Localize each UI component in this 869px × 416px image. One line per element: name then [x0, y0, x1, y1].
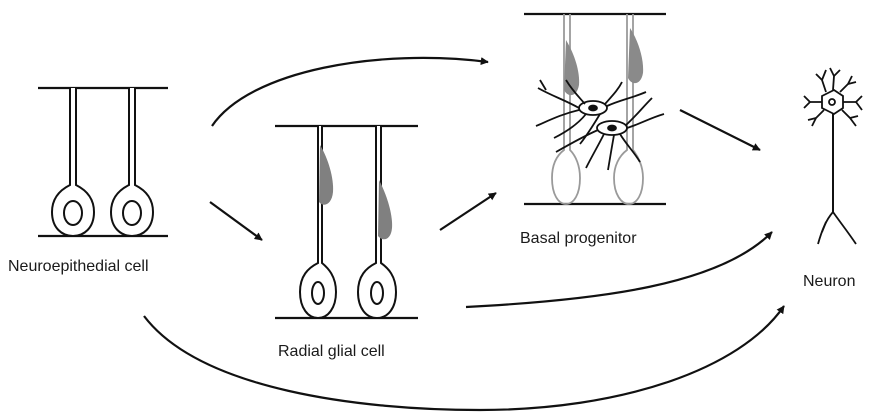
nucleus	[371, 282, 383, 304]
label-neuroepithelial-cell: Neuroepithedial cell	[8, 258, 149, 276]
arrow-neuroepithelial-to-basal	[212, 58, 488, 126]
shaded-nucleus	[628, 28, 643, 83]
radial-glial-cell-1	[300, 126, 336, 318]
radial-glial-cells	[275, 126, 418, 318]
label-radial-glial-cell: Radial glial cell	[278, 343, 385, 361]
radial-glial-cell-2	[358, 126, 396, 318]
neuroepithelial-cell-1	[52, 88, 94, 236]
neuroepithelial-cell-2	[111, 88, 153, 236]
lineage-arrows	[144, 58, 784, 410]
label-neuron: Neuron	[803, 273, 855, 291]
basal-progenitor-group	[524, 14, 666, 204]
arrow-neuroepithelial-to-radial	[210, 202, 262, 240]
nucleus	[312, 282, 324, 304]
shaded-nucleus	[319, 145, 333, 205]
arrow-basal-to-neuron	[680, 110, 760, 150]
neuron	[804, 68, 862, 244]
neuroepithelial-cells	[38, 88, 168, 236]
label-basal-progenitor: Basal progenitor	[520, 230, 637, 248]
arrow-neuroepithelial-to-neuron	[144, 306, 784, 410]
nucleus	[123, 201, 141, 225]
shaded-nucleus	[378, 180, 392, 239]
nucleus	[64, 201, 82, 225]
basal-progenitor-cells	[536, 80, 664, 170]
arrow-radial-to-basal	[440, 193, 496, 230]
